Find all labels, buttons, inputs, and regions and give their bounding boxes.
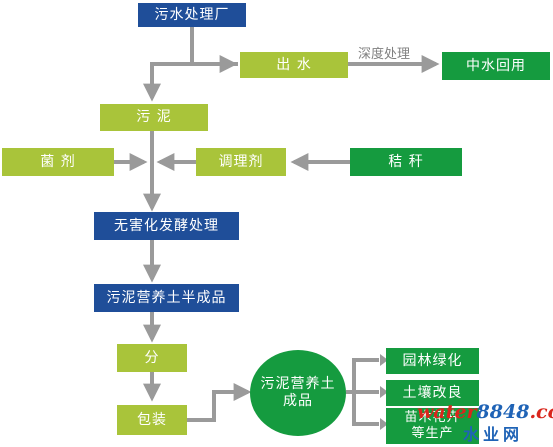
arrow-packaging-to-finished (186, 383, 252, 422)
node-bacteria-agent: 菌 剂 (2, 148, 114, 176)
node-sewage-plant: 污水处理厂 (138, 3, 246, 27)
node-split: 分 (117, 344, 187, 372)
label-advanced-treatment: 深度处理 (358, 47, 411, 62)
node-nursery-production: 苗木花卉 等生产 (386, 408, 479, 444)
finished-soil-line1: 污泥营养土 (260, 376, 336, 393)
arrow-plant-to-effluent (190, 26, 238, 73)
node-straw: 秸 秆 (350, 148, 462, 176)
node-sludge: 污 泥 (100, 104, 208, 131)
arrow-effluent-loop-to-sludge (143, 62, 238, 102)
node-soil-improvement: 土壤改良 (386, 380, 479, 406)
node-finished-soil: 污泥营养土 成品 (250, 350, 346, 436)
node-semi-finished: 污泥营养土半成品 (94, 284, 239, 312)
watermark-brand: water8848.com (417, 401, 553, 423)
arrow-finished-to-landscaping (346, 358, 379, 394)
node-effluent: 出 水 (240, 52, 348, 78)
node-conditioner: 调理剂 (196, 148, 286, 176)
node-landscaping: 园林绿化 (386, 348, 479, 374)
watermark-logo: water8848.com 水业网 (417, 401, 553, 445)
nursery-line2: 等生产 (411, 426, 454, 441)
watermark-subtitle: 水业网 (463, 425, 524, 444)
node-harmless-fermentation: 无害化发酵处理 (94, 212, 239, 240)
node-reclaimed-water: 中水回用 (442, 52, 550, 80)
node-packaging: 包装 (117, 405, 187, 435)
finished-soil-line2: 成品 (283, 393, 313, 409)
nursery-line1: 苗木花卉 (404, 410, 461, 426)
arrow-finished-to-nursery (352, 392, 379, 426)
